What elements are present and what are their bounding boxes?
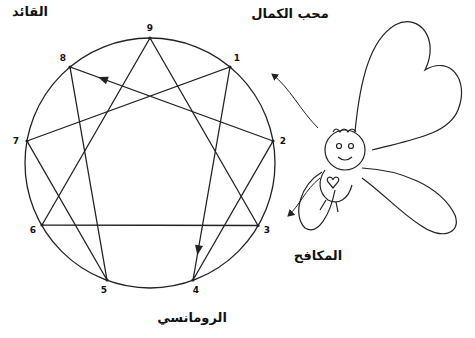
arrowhead — [195, 245, 203, 256]
point-number: 3 — [263, 225, 271, 235]
point-number: 5 — [100, 285, 108, 295]
point-number: 6 — [29, 225, 37, 235]
point-number: 4 — [192, 285, 200, 295]
point-number: 9 — [146, 23, 154, 33]
type-name: القائد — [12, 4, 48, 20]
point-number: 8 — [59, 53, 67, 63]
pointer-arrows — [272, 74, 320, 216]
triangle-lines — [42, 38, 258, 226]
vertex-dots — [25, 36, 274, 281]
hexad-lines — [27, 67, 273, 280]
type-name: المكافح — [294, 248, 342, 264]
type-name: الرومانسي — [157, 310, 227, 326]
enneagram-circle — [25, 38, 275, 288]
point-number: 1 — [233, 53, 241, 63]
type-name: محب الكمال — [251, 6, 328, 22]
cartoon-figure — [299, 22, 462, 234]
point-number: 7 — [12, 136, 20, 146]
point-number: 2 — [279, 136, 287, 146]
arrowhead — [98, 77, 109, 85]
